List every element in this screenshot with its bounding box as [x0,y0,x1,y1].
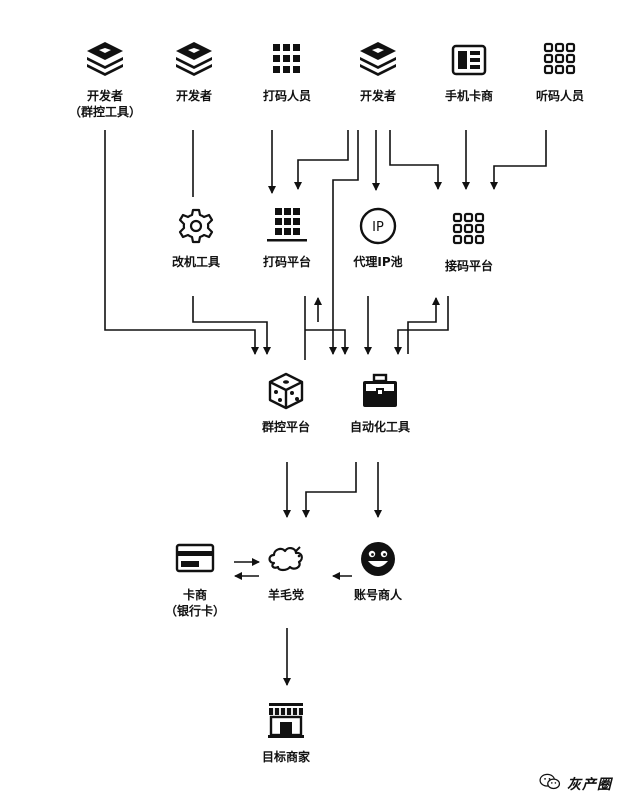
node-developer-2: 开发者 [139,40,249,104]
watermark: 灰产圈 [539,773,612,795]
node-automation-tool: 自动化工具 [325,371,435,435]
node-typist: 打码人员 [232,40,342,104]
grid-outline-icon [449,210,489,250]
stack-icon [85,40,125,80]
credit-card-icon [175,539,215,579]
node-device-tool: 改机工具 [141,206,251,270]
smiley-icon [358,539,398,579]
stack-icon [174,40,214,80]
node-listener: 听码人员 [505,40,615,104]
briefcase-icon [360,371,400,411]
gear-icon [176,206,216,246]
node-label: 羊毛党 [267,588,304,602]
grid-icon [267,40,307,80]
node-developer-3: 开发者 [323,40,433,104]
node-label: 手机卡商 [444,89,493,103]
node-wool-party: 羊毛党 [231,539,341,603]
node-sublabel: （群控工具） [68,105,141,119]
node-sublabel: （银行卡） [164,604,225,618]
svg-text:IP: IP [372,220,384,235]
node-label: 开发者 [359,89,396,103]
node-target-merchant: 目标商家 [231,701,341,765]
node-label: 目标商家 [261,750,310,764]
node-label: 打码人员 [262,89,311,103]
ip-icon: IP [358,206,398,246]
node-developer-group-control: 开发者 （群控工具） [50,40,160,120]
sim-card-icon [449,40,489,80]
stack-icon [358,40,398,80]
node-group-control-platform: 群控平台 [231,371,341,435]
node-label: 账号商人 [353,588,402,602]
node-label: 代理IP池 [353,255,403,269]
node-label: 开发者 [175,89,212,103]
node-label: 接码平台 [444,259,493,273]
grid-outline-icon [540,40,580,80]
node-label: 打码平台 [262,255,311,269]
grid-icon [267,206,307,246]
node-label: 卡商 [182,588,207,602]
node-captcha-platform: 打码平台 [232,206,342,270]
dice-icon [266,371,306,411]
node-ip-pool: IP 代理IP池 [323,206,433,270]
sheep-icon [266,539,306,579]
storefront-icon [266,701,306,741]
node-account-vendor: 账号商人 [323,539,433,603]
node-sim-vendor: 手机卡商 [414,40,524,104]
watermark-text: 灰产圈 [567,777,612,793]
node-label: 自动化工具 [349,420,410,434]
node-label: 群控平台 [261,420,310,434]
node-card-vendor: 卡商 （银行卡） [140,539,250,619]
node-label: 开发者 [86,89,123,103]
node-label: 改机工具 [171,255,220,269]
wechat-icon [539,773,561,795]
node-sms-platform: 接码平台 [414,210,524,274]
node-label: 听码人员 [535,89,584,103]
